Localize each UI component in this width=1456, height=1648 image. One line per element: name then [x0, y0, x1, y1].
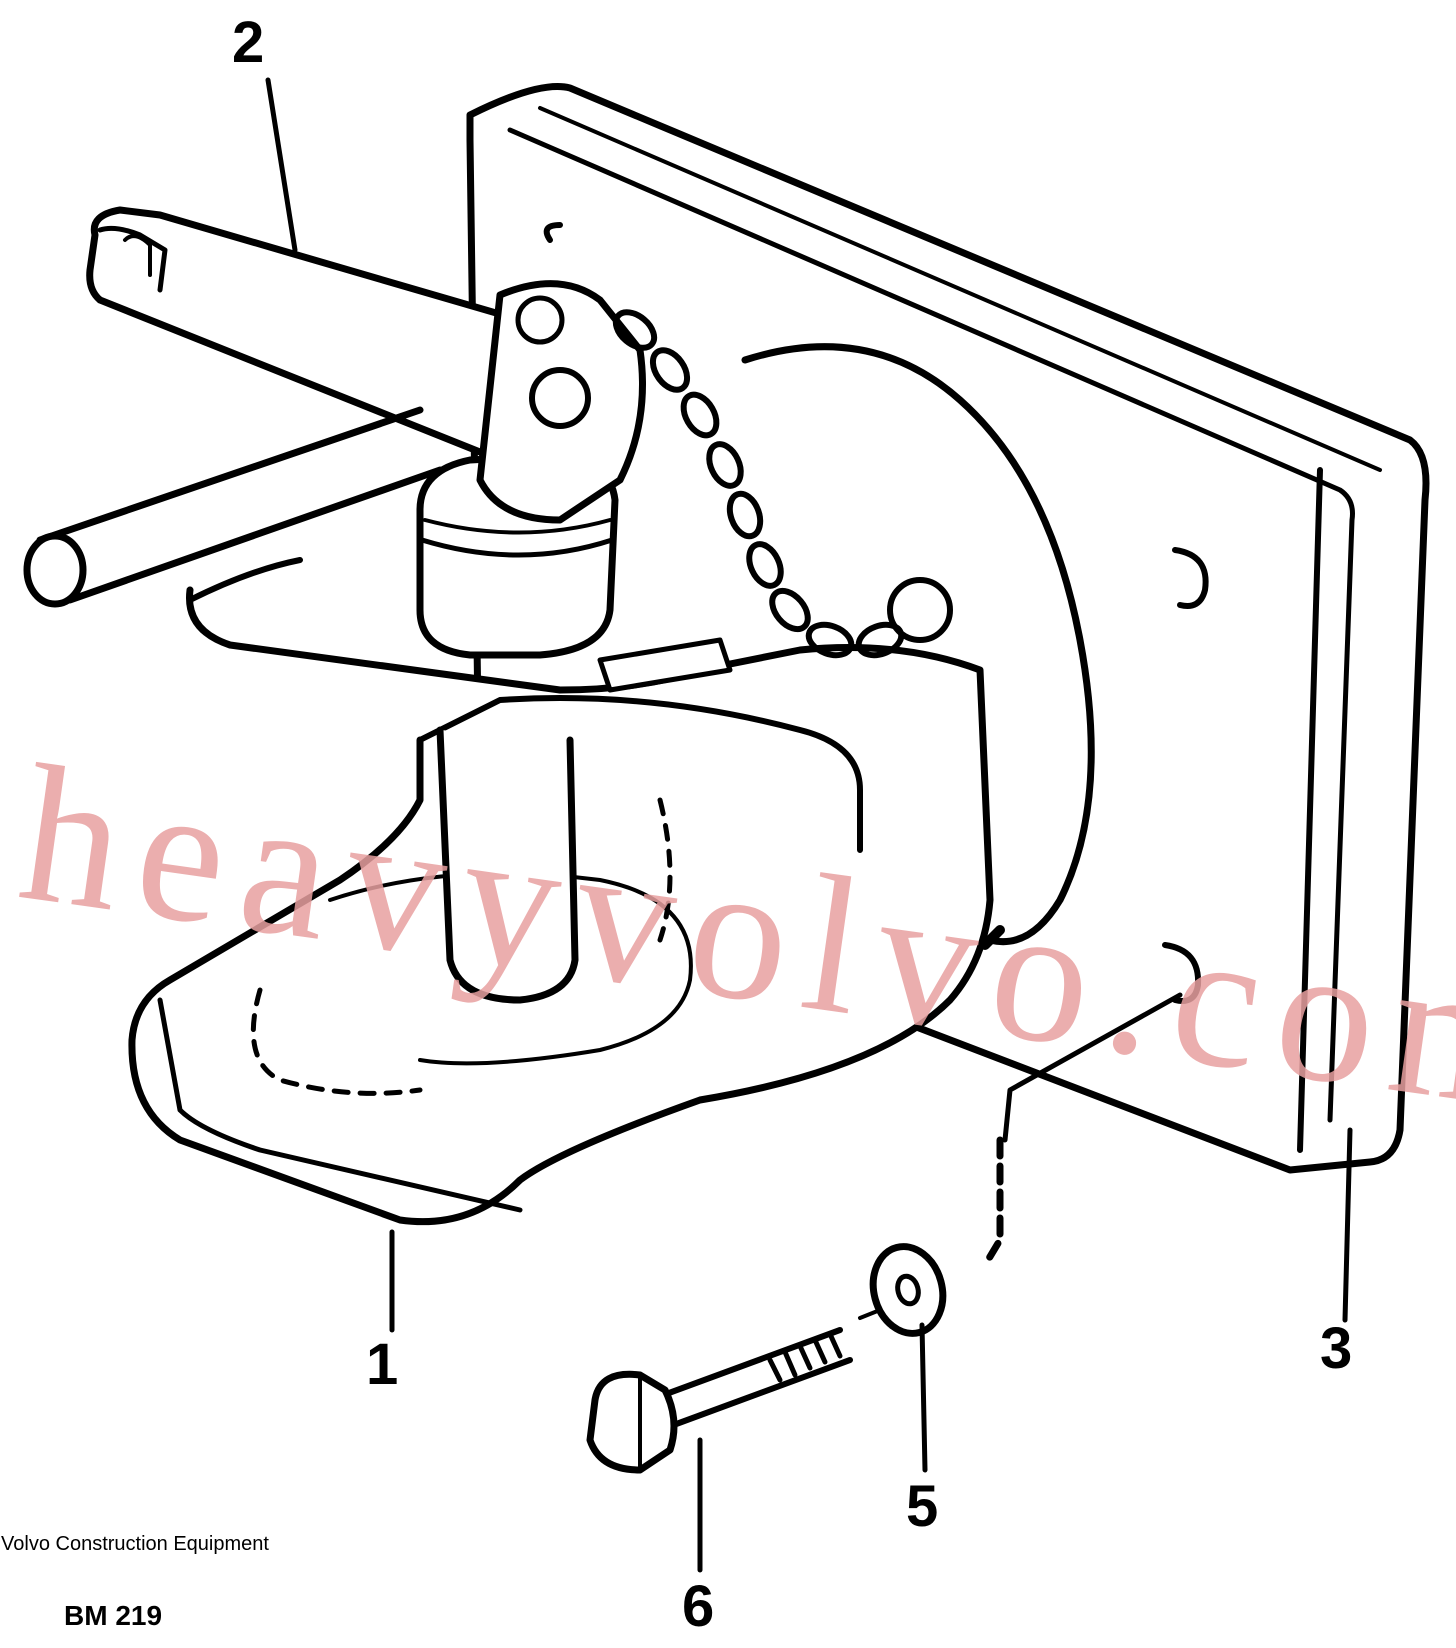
callout-1: 1	[366, 1332, 399, 1397]
company-label: Volvo Construction Equipment	[1, 1533, 269, 1555]
leader-bolt-hole	[1002, 992, 1183, 1143]
callout-3: 3	[1320, 1316, 1353, 1381]
safety-chain	[543, 222, 953, 659]
coupling-pin	[416, 451, 619, 1004]
leader-3	[1342, 1127, 1353, 1323]
washer	[869, 1243, 947, 1337]
leader-5	[919, 1322, 928, 1473]
bolt	[586, 1308, 882, 1474]
callout-2: 2	[232, 10, 265, 75]
callout-5: 5	[906, 1474, 939, 1539]
drawing-number: BM 219	[64, 1600, 163, 1631]
callout-6: 6	[682, 1574, 715, 1639]
leader-2	[265, 77, 298, 253]
handle-lever	[86, 206, 646, 524]
leader-lines	[265, 77, 1353, 1573]
release-bar	[23, 406, 444, 608]
